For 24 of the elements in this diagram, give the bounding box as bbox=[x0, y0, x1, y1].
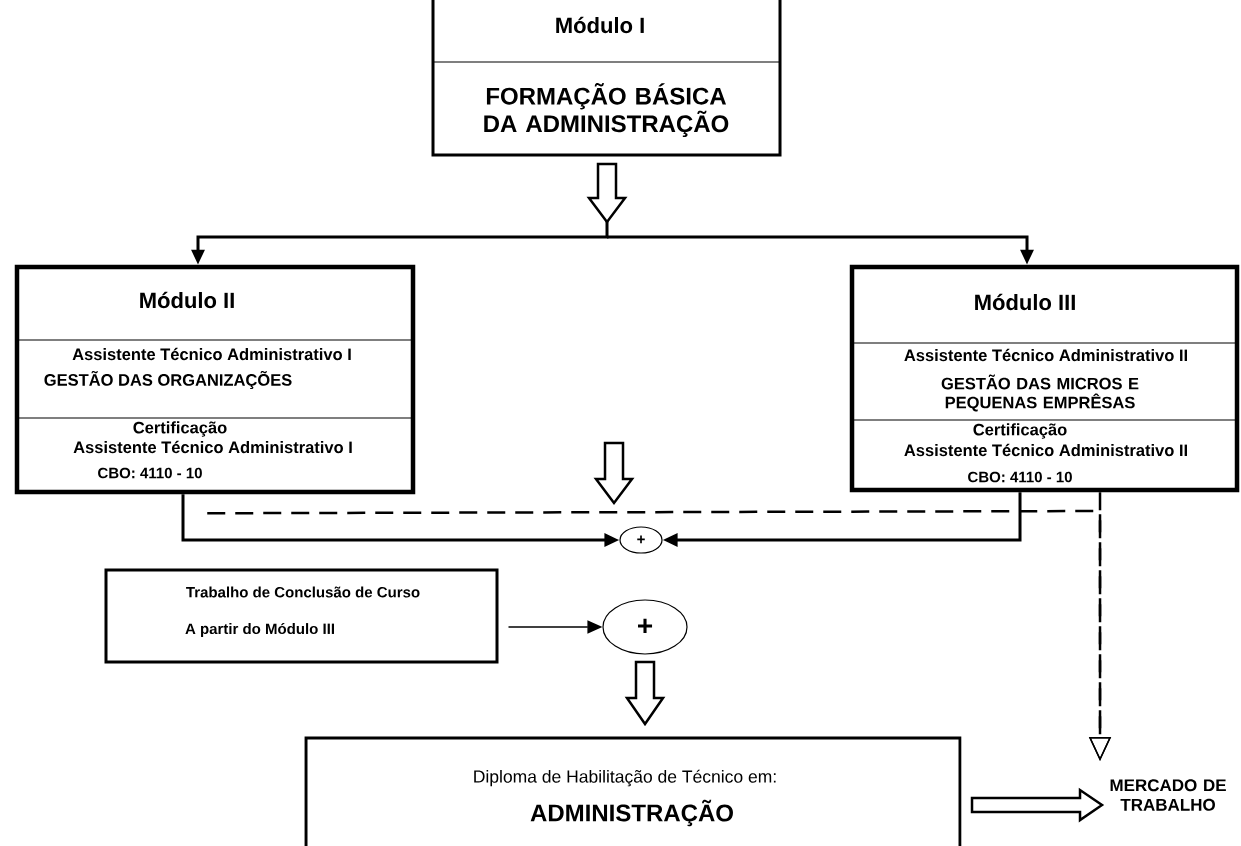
box-title: ADMINISTRAÇÃO bbox=[530, 799, 733, 827]
section-text: CBO: 4110 - 10 bbox=[98, 467, 202, 479]
module-heading: Módulo II bbox=[140, 291, 234, 309]
section-text: CBO: 4110 - 10 bbox=[968, 471, 1072, 483]
module-box bbox=[431, 0, 782, 157]
box-text: Trabalho de Conclusão de Curso bbox=[186, 586, 420, 598]
box-text: A partir do Módulo III bbox=[185, 622, 334, 638]
section-text: Assistente Técnico Administrativo II bbox=[904, 348, 1187, 362]
box-text: Diploma de Habilitação de Técnico em: bbox=[474, 769, 776, 787]
module-box bbox=[14, 264, 416, 495]
module-heading: Módulo I bbox=[556, 16, 644, 34]
diploma-box bbox=[304, 736, 962, 846]
target-text: MERCADO DE TRABALHO bbox=[1110, 779, 1226, 811]
section-text: GESTÃO DAS MICROS E PEQUENAS EMPRÊSAS bbox=[941, 374, 1139, 412]
section-text: Assistente Técnico Administrativo II bbox=[904, 443, 1187, 457]
section-text: Assistente Técnico Administrativo I bbox=[73, 440, 352, 454]
module-title: FORMAÇÃO BÁSICA DA ADMINISTRAÇÃO bbox=[484, 83, 729, 137]
module-heading: Módulo III bbox=[975, 293, 1075, 311]
text-box bbox=[104, 568, 499, 664]
module-box bbox=[849, 264, 1240, 493]
section-text: GESTÃO DAS ORGANIZAÇÕES bbox=[44, 370, 292, 390]
section-text: Certificação bbox=[133, 421, 227, 437]
section-text: Assistente Técnico Administrativo I bbox=[72, 347, 351, 361]
section-text: Certificação bbox=[973, 423, 1067, 439]
